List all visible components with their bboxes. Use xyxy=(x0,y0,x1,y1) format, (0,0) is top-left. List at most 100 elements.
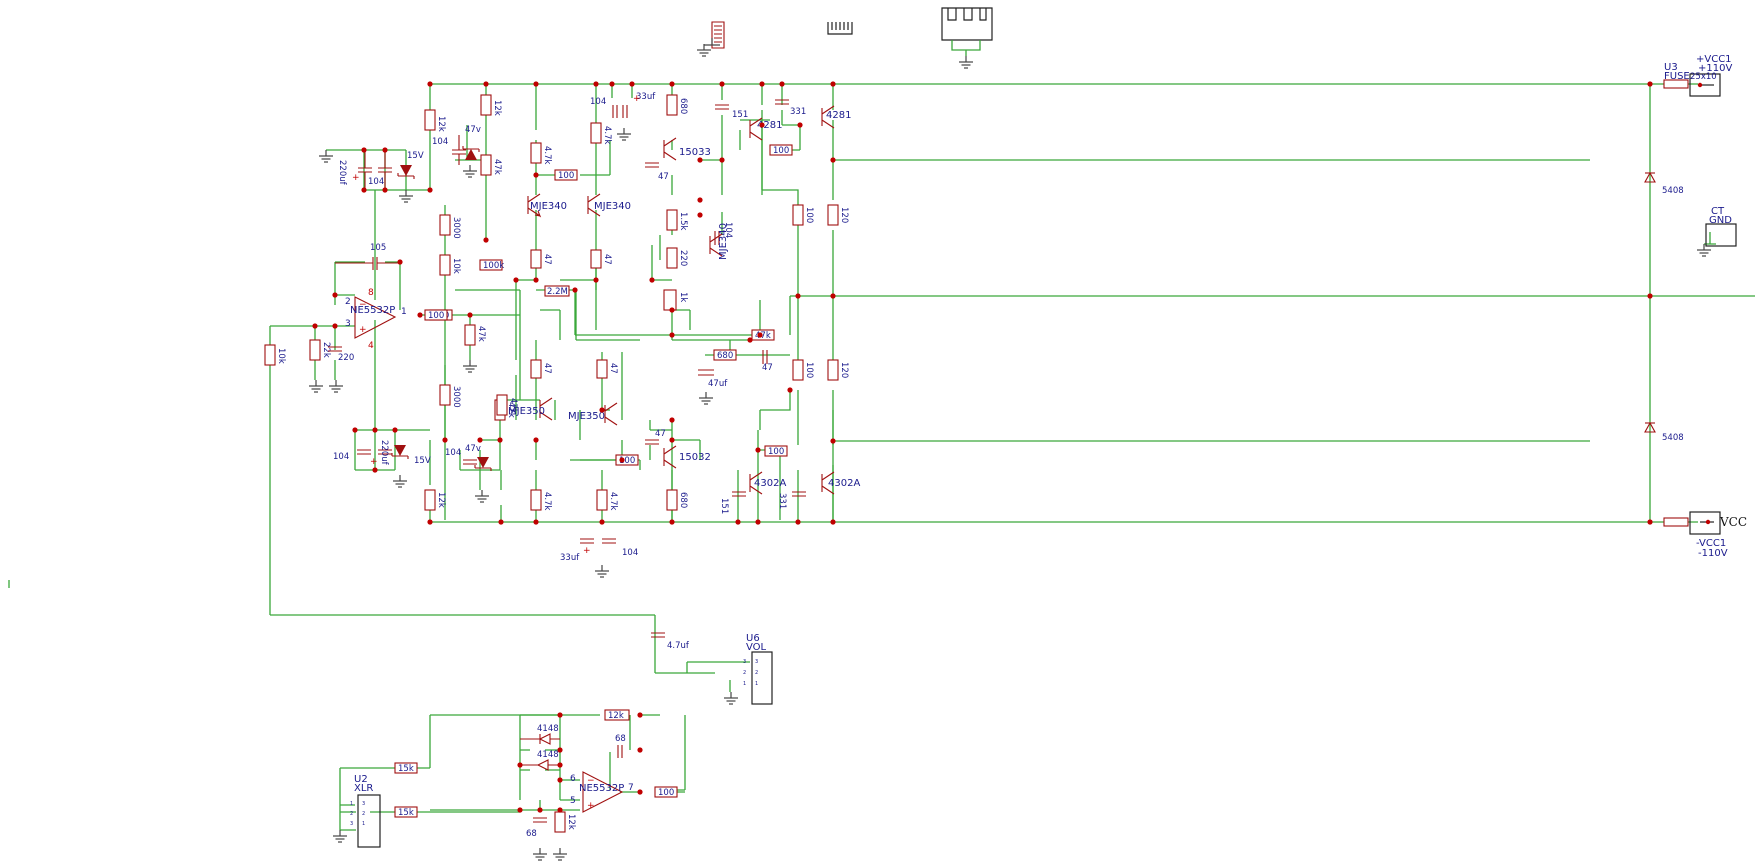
svg-text:+: + xyxy=(587,801,595,811)
capacitor-c14-label: 331 xyxy=(790,107,806,117)
vol-pin-label: 3 xyxy=(755,659,758,665)
vol-pin-label: 3 xyxy=(743,659,746,665)
resistor-r2-label: 12k xyxy=(492,100,502,116)
resistor-r40-label: 15k xyxy=(398,764,414,774)
resistor-r36-label: 120 xyxy=(839,207,849,223)
volume-connector: U6 VOL 3 2 1 3 2 1 xyxy=(743,633,773,705)
resistor-r3-label: 47k xyxy=(492,159,502,175)
svg-text:−: − xyxy=(359,300,367,310)
resistor-r33-label: 100 xyxy=(804,207,814,223)
resistor-r42-label: 12k xyxy=(566,814,576,830)
vol-type: VOL xyxy=(746,642,767,653)
capacitor-c15-label: 47 xyxy=(762,363,773,373)
transistors: MJE340 MJE340 MJE340 MJE350 MJE350 15033… xyxy=(508,105,860,495)
capacitor-c2-label: 104 xyxy=(368,177,384,187)
transistor-q8-label: 4281 xyxy=(757,120,782,131)
diodes: 5408 5408 15V 15V 47v 47v 4148 4148 xyxy=(391,125,1684,771)
fuse-connector-bottom: VCC -VCC1 -110V xyxy=(1663,511,1747,559)
resistor-r22-label: 12k xyxy=(436,492,446,508)
transistor-q3-label: MJE340 xyxy=(718,223,729,260)
junction-dots xyxy=(312,81,1653,813)
resistor-r6-label: 680 xyxy=(678,98,688,114)
fuse-connector-top: U3 FUSE 25x10 +VCC1 +110V xyxy=(1663,54,1732,97)
resistors: 12k 12k 47k 4.7k 4.7k 680 3000 10k 100k … xyxy=(264,94,849,833)
xlr-pin-label: 2 xyxy=(362,811,365,817)
resistor-r12-label: 47 xyxy=(602,254,612,265)
transistor-q10-label: 4302A xyxy=(754,478,786,489)
fuse-type: FUSE xyxy=(1664,71,1690,82)
zener-z2-label: 15V xyxy=(414,456,431,466)
capacitor-c17-label: 47 xyxy=(655,429,666,439)
transistor-q11-label: 4302A xyxy=(828,478,860,489)
xlr-connector: U2 XLR 1 2 3 3 2 1 xyxy=(350,774,381,848)
opamp-main-pin-vminus: 4 xyxy=(368,341,374,351)
vol-pin-label: 2 xyxy=(755,670,758,676)
diode-d1-label: 5408 xyxy=(1662,186,1684,196)
xlr-type: XLR xyxy=(354,783,373,794)
neg-rail-short: VCC xyxy=(1719,515,1747,529)
svg-text:+: + xyxy=(352,173,360,183)
resistor-r7-label: 3000 xyxy=(451,217,461,239)
transistor-q7-label: 15032 xyxy=(679,452,711,463)
svg-text:+: + xyxy=(370,457,378,467)
resistor-r8-label: 10k xyxy=(451,258,461,274)
resistor-r34-label: 100 xyxy=(804,362,814,378)
resistor-r30-label: 47k xyxy=(755,331,771,341)
svg-text:+: + xyxy=(583,546,591,556)
resistor-r38-label: 100 xyxy=(428,311,444,321)
capacitor-c19-label: 331 xyxy=(777,493,787,509)
resistor-r15-label: 47k xyxy=(476,326,486,342)
vol-pin-label: 1 xyxy=(755,681,758,687)
transistor-q5-label: MJE350 xyxy=(568,411,605,422)
capacitor-c18-label: 151 xyxy=(719,498,729,514)
vol-ref: U6 xyxy=(746,633,760,644)
resistor-r9-label: 100k xyxy=(483,261,504,271)
svg-text:+: + xyxy=(633,94,641,104)
xlr-pin-label: 3 xyxy=(362,801,365,807)
resistor-r32-label: 100 xyxy=(773,146,789,156)
vol-pin-label: 1 xyxy=(743,681,746,687)
resistor-r28-label: 220 xyxy=(678,250,688,266)
resistor-r29-label: 1k xyxy=(678,292,688,302)
capacitor-c12-label: 104 xyxy=(723,222,733,238)
xlr-pin-label: 1 xyxy=(362,821,365,827)
capacitor-c4-label: 105 xyxy=(370,243,386,253)
resistor-r1-label: 12k xyxy=(436,116,446,132)
capacitor-c10-label: 33uf xyxy=(636,92,656,102)
opamp-main-pin-out: 1 xyxy=(401,307,407,317)
pcb-footprint-symbols xyxy=(704,7,993,56)
resistor-r13-label: 2.2M xyxy=(547,287,568,297)
resistor-r16-label: 3000 xyxy=(451,386,461,408)
capacitor-c3-label: 104 xyxy=(432,137,448,147)
svg-text:−: − xyxy=(587,776,595,786)
diode-d4-label: 4148 xyxy=(537,750,559,760)
zener-z1-label: 15V xyxy=(407,151,424,161)
resistor-r37-label: 120 xyxy=(839,362,849,378)
ct-name: CT xyxy=(1711,206,1725,217)
resistor-r31-label: 680 xyxy=(717,351,733,361)
resistor-r25-label: 680 xyxy=(678,492,688,508)
zener-z3-label: 47v xyxy=(465,125,481,135)
opamp-input-pin-noninv: 5 xyxy=(570,796,576,806)
transistor-q4-label: MJE350 xyxy=(508,406,545,417)
resistor-r44-label: 47k xyxy=(508,398,518,414)
resistor-r35-label: 100 xyxy=(768,447,784,457)
ct-connector: CT GND xyxy=(1705,206,1737,247)
resistor-r26-label: 100 xyxy=(619,456,635,466)
resistor-r23-label: 4.7k xyxy=(542,492,552,511)
resistor-r17-label: 10k xyxy=(276,348,286,364)
zener-z4-label: 47v xyxy=(465,444,481,454)
capacitor-c23-label: 68 xyxy=(615,734,626,744)
ct-net: GND xyxy=(1709,215,1732,226)
capacitor-c22-label: 4.7uf xyxy=(667,641,690,651)
opamp-main: − + NE5532P 2 3 1 8 4 xyxy=(345,288,407,351)
ground-symbols xyxy=(308,43,1712,861)
capacitor-c5-label: 220 xyxy=(338,353,354,363)
transistor-q6-label: 15033 xyxy=(679,147,711,158)
capacitor-c13-label: 151 xyxy=(732,110,748,120)
resistor-r4-label: 4.7k xyxy=(542,146,552,165)
resistor-r27-label: 1.5k xyxy=(678,212,688,231)
capacitors: 220uf+ 104 104 105 220 104 220uf+ 104 10… xyxy=(328,92,806,839)
opamp-input-pin-out: 7 xyxy=(628,783,634,793)
xlr-pin-label: 3 xyxy=(350,821,353,827)
